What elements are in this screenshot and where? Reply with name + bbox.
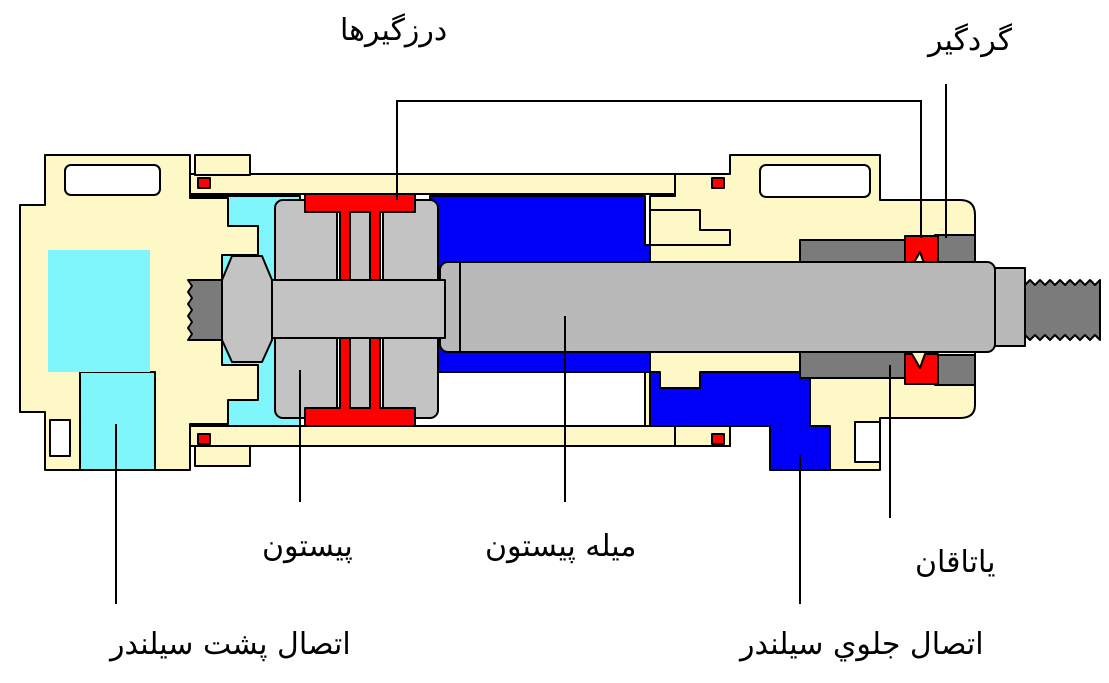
tube-top-wall xyxy=(187,173,731,195)
wiper-seal-bottom xyxy=(904,353,939,385)
label-bearing: ياتاقان xyxy=(915,545,996,580)
rear-cap-slot-top xyxy=(64,164,161,196)
wiper-bottom-housing xyxy=(934,354,976,386)
wiper-top-housing xyxy=(934,234,976,266)
rear-tube-lip-bottom xyxy=(194,445,251,467)
label-seals: درزگيرها xyxy=(340,13,448,48)
label-rear-port: اتصال پشت سيلندر xyxy=(110,627,351,662)
leader-seals xyxy=(396,100,922,238)
label-piston: پيستون xyxy=(262,529,353,564)
threaded-stud xyxy=(187,279,223,341)
front-cap-inner xyxy=(649,209,731,246)
rod-thread-end xyxy=(994,267,1026,347)
tube-seal-1 xyxy=(197,177,211,189)
tube-seal-3 xyxy=(197,433,211,445)
tube-seal-4 xyxy=(711,433,725,445)
nut xyxy=(221,255,273,363)
rear-port-channel xyxy=(48,250,150,372)
front-cap-slot-top xyxy=(759,164,871,198)
rear-cap-slot-bottom xyxy=(49,419,71,457)
piston-rod-body xyxy=(439,261,996,353)
label-front-port: اتصال جلوي سيلندر xyxy=(740,627,984,662)
rod-thread xyxy=(1024,279,1101,341)
tube-bottom-wall xyxy=(187,425,731,447)
tube-seal-2 xyxy=(711,177,725,189)
label-wiper: گردگير xyxy=(928,23,1013,58)
front-cap-slot-bottom xyxy=(854,421,881,463)
bearing-bottom xyxy=(799,351,911,379)
rear-tube-lip-top xyxy=(194,154,251,176)
label-piston-rod: ميله پيستون xyxy=(485,529,637,564)
